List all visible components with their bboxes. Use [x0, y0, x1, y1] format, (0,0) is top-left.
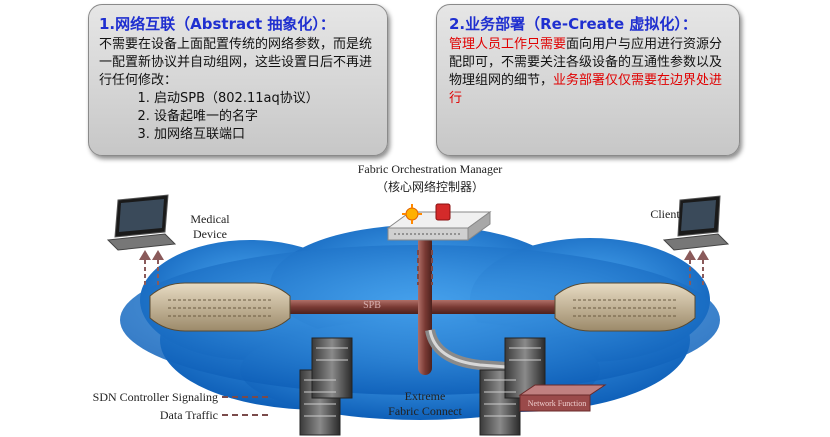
- legend-signaling-label: SDN Controller Signaling: [92, 390, 218, 404]
- recreate-red-2: 业务部署仅仅需要在边界处进行: [449, 73, 723, 106]
- left-server-rack-icon: [299, 337, 353, 436]
- medical-device-label-1: Medical: [190, 212, 230, 226]
- client-label: Client: [650, 207, 680, 221]
- network-function-box: [518, 384, 607, 412]
- manager-name: Fabric Orchestration Manager: [357, 162, 503, 176]
- manager-subtitle: （核心网络控制器）: [375, 180, 484, 194]
- recreate-body: 面向用户与应用进行资源分配即可，不需要关注各级设备的互通性参数以及物理组网的细节…: [449, 37, 723, 88]
- spb-label: SPB: [363, 300, 381, 311]
- arrow-head-icon: [152, 250, 164, 260]
- legend-data-label: Data Traffic: [159, 408, 218, 422]
- network-function-label: Network Function: [527, 399, 587, 408]
- fabric-label-1: Extreme: [404, 389, 446, 403]
- left-edge-switch: [149, 282, 291, 332]
- recreate-red-1: 管理人员工作只需要: [449, 37, 567, 52]
- right-edge-switch: [554, 282, 696, 332]
- abstract-steps: 启动SPB（802.11aq协议） 设备起唯一的名字 加网络互联端口: [99, 90, 377, 144]
- red-box-icon: [435, 203, 451, 221]
- arrow-head-icon: [697, 250, 709, 260]
- signaling-lines: [417, 250, 433, 285]
- medical-device-label-2: Device: [193, 227, 227, 241]
- step-2: 设备起唯一的名字: [154, 108, 377, 126]
- step-1: 启动SPB（802.11aq协议）: [154, 90, 377, 108]
- sun-icon: [402, 204, 422, 224]
- medical-device-laptop-icon: [106, 194, 177, 251]
- abstract-description: 不需要在设备上面配置传统的网络参数，而是统一配置新协议并自动组网，这些设置日后不…: [99, 37, 373, 88]
- abstract-panel: 1.网络互联（Abstract 抽象化）： 不需要在设备上面配置传统的网络参数，…: [88, 4, 388, 156]
- fabric-label-2: Fabric Connect: [388, 404, 462, 418]
- arrow-head-icon: [684, 250, 696, 260]
- spb-pipe-vertical: [418, 235, 432, 375]
- step-3: 加网络互联端口: [154, 126, 377, 144]
- recreate-title: 2.业务部署（Re-Create 虚拟化）：: [449, 15, 697, 33]
- arrow-head-icon: [139, 250, 151, 260]
- client-laptop-icon: [662, 195, 730, 251]
- recreate-description: 管理人员工作只需要面向用户与应用进行资源分配即可，不需要关注各级设备的互通性参数…: [449, 36, 727, 108]
- abstract-title: 1.网络互联（Abstract 抽象化）：: [99, 15, 335, 33]
- right-server-rack-icon: [479, 337, 546, 436]
- recreate-panel: 2.业务部署（Re-Create 虚拟化）： 管理人员工作只需要面向用户与应用进…: [436, 4, 740, 156]
